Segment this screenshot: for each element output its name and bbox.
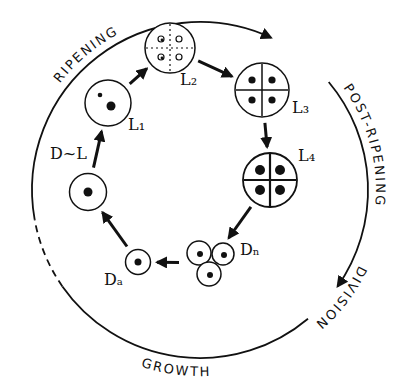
stage-code: D~L [50, 146, 87, 162]
division-line [169, 24, 170, 72]
stage-label-text: GROWTH [140, 355, 212, 379]
cell-node: L₃ [234, 62, 290, 118]
stage-code: Dₙ [240, 242, 260, 258]
nucleus-dot [275, 165, 285, 175]
cell-part [158, 36, 164, 42]
cycle-arc [32, 22, 271, 219]
nucleus-dot [161, 57, 164, 60]
stage-arrow [130, 69, 147, 84]
nucleus-dot [161, 39, 164, 42]
cycle-arc [62, 286, 308, 358]
cell-part [212, 243, 234, 265]
cell-part [197, 262, 221, 286]
nucleus-dot [255, 185, 265, 195]
nucleus-dot [275, 185, 285, 195]
stage-label: POST-RIPENING [341, 81, 388, 208]
stage-code: L₂ [180, 72, 197, 88]
stage-arrow [157, 261, 179, 264]
stage-label: RIPENING [51, 23, 121, 85]
stage-code: L₃ [292, 100, 309, 116]
stage-arrow [229, 207, 251, 238]
cycle-arc [35, 219, 63, 286]
cell-node: L₁ [84, 79, 132, 127]
stage-label: DIVISION [312, 264, 370, 333]
cell-part [176, 54, 182, 60]
cell-part [158, 54, 164, 60]
stage-arrow [94, 131, 102, 167]
cell-drawing [234, 62, 290, 118]
cell-part [85, 80, 131, 126]
cell-drawing [184, 238, 238, 288]
stage-label-text: DIVISION [312, 264, 370, 333]
stage-label-text: RIPENING [51, 23, 121, 85]
nucleus-dot [248, 96, 255, 103]
nucleus-dot [221, 252, 227, 258]
stage-code: L₄ [298, 148, 315, 164]
nucleus-dot [107, 102, 116, 111]
cell-part [176, 36, 182, 42]
division-line [236, 89, 288, 91]
stage-code: L₁ [128, 117, 145, 133]
nucleus-dot [197, 251, 203, 257]
cell-part [235, 63, 289, 117]
nucleus-dot [255, 165, 265, 175]
nucleus-dot [248, 76, 255, 83]
cell-drawing [242, 152, 298, 208]
cell-node: Dₐ [124, 248, 152, 276]
cell-part [70, 174, 107, 211]
cell-part [145, 23, 195, 73]
stage-label: GROWTH [140, 355, 212, 379]
cell-part [243, 153, 297, 207]
stage-code: Dₐ [104, 272, 123, 288]
cell-drawing [68, 172, 108, 212]
stage-arrow [198, 61, 232, 76]
stage-arrow [265, 123, 267, 147]
cell-node: Dₙ [184, 238, 238, 288]
cell-drawing [144, 22, 196, 74]
cell-node: L₄ [242, 152, 298, 208]
cell-drawing [84, 79, 132, 127]
nucleus-dot [268, 96, 275, 103]
nucleus-dot [84, 188, 93, 197]
cell-node: D~L [68, 172, 108, 212]
nucleus-dot [98, 93, 103, 98]
division-line [146, 47, 194, 48]
nucleus-dot [135, 259, 142, 266]
cell-node: L₂ [144, 22, 196, 74]
nucleus-dot [268, 76, 275, 83]
stage-label-text: POST-RIPENING [341, 81, 388, 208]
nucleus-dot [207, 272, 213, 278]
cell-part [126, 250, 151, 275]
cell-drawing [124, 248, 152, 276]
stage-arrow [103, 212, 128, 246]
division-line [244, 179, 296, 181]
